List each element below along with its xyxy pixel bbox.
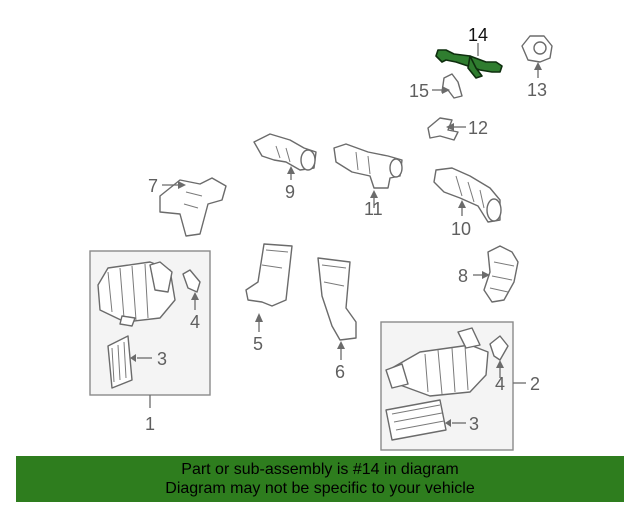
air-cleaner-outlet-left <box>149 261 173 293</box>
callout-14[interactable]: 14 <box>468 25 488 45</box>
air-cleaner-assembly-left <box>89 250 211 408</box>
duct-5 <box>245 243 293 307</box>
callout-3-left: 3 <box>157 349 167 369</box>
air-cleaner-assembly-right <box>380 321 526 451</box>
banner-line-1: Part or sub-assembly is #14 in diagram <box>181 461 459 478</box>
part-14-highlighted-hose[interactable] <box>435 43 503 79</box>
parts-diagram: 1 2 3 3 4 4 5 6 7 8 9 10 11 12 13 14 15 <box>89 25 553 451</box>
part-13-clamp <box>521 35 553 78</box>
part-15-clip <box>432 73 463 99</box>
sensor-right <box>489 335 509 361</box>
callout-1: 1 <box>145 414 155 434</box>
hose-8 <box>483 245 519 303</box>
callout-13: 13 <box>527 80 547 100</box>
info-banner: Part or sub-assembly is #14 in diagram D… <box>16 456 624 502</box>
callout-8: 8 <box>458 266 468 286</box>
part-8-hose <box>473 245 519 303</box>
callout-10: 10 <box>451 219 471 239</box>
callout-6: 6 <box>335 362 345 382</box>
callout-9: 9 <box>285 182 295 202</box>
sensor-left <box>182 269 201 293</box>
callout-4-right: 4 <box>495 374 505 394</box>
part-10-resonator <box>433 167 502 223</box>
part-6-duct <box>317 257 357 360</box>
duct-6 <box>317 257 357 341</box>
filter-element-left <box>107 335 133 389</box>
part-5-duct <box>245 243 293 332</box>
filter-element-right <box>385 399 447 441</box>
part-9-air-duct <box>253 133 317 180</box>
callout-15: 15 <box>409 81 429 101</box>
callout-5: 5 <box>253 334 263 354</box>
part-7-intake-pipe <box>159 177 227 237</box>
callout-11: 11 <box>364 199 383 219</box>
clip-15 <box>441 73 463 99</box>
callout-12: 12 <box>468 118 488 138</box>
bracket-12 <box>427 117 459 141</box>
part-11-intake-hose <box>333 143 403 208</box>
part-12-bracket <box>427 117 466 141</box>
callout-7: 7 <box>148 176 158 196</box>
callout-4-left: 4 <box>190 312 200 332</box>
banner-line-2: Diagram may not be specific to your vehi… <box>165 480 475 497</box>
intake-hose-11 <box>333 143 403 189</box>
callout-3-right: 3 <box>469 414 479 434</box>
callout-2: 2 <box>530 374 540 394</box>
